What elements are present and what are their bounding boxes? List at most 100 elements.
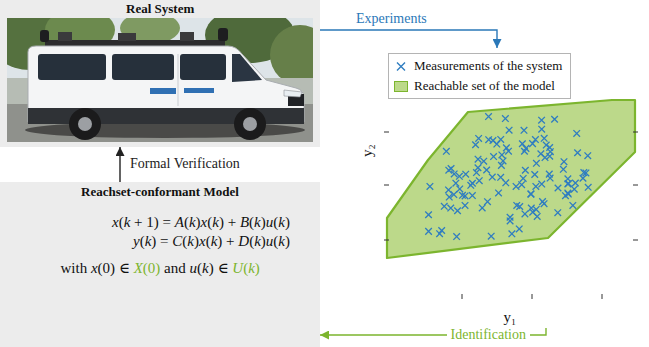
state-equation: ): [285, 214, 290, 230]
measurement-cross: [453, 180, 460, 187]
vehicle-photo: [40, 30, 49, 42]
set-condition: x: [91, 260, 98, 276]
output-equation: y(k) = C(k)x(k) + D(k)u(k): [133, 233, 290, 250]
vehicle-photo: [78, 117, 92, 131]
measurement-crosses: [425, 113, 591, 240]
vehicle-photo: [270, 25, 313, 85]
set-condition: (0): [143, 260, 161, 276]
measurement-cross: [533, 206, 540, 213]
set-condition: k: [248, 260, 255, 276]
output-equation: ): [285, 233, 290, 249]
measurement-cross: [495, 190, 502, 197]
measurement-cross: [541, 135, 548, 142]
box-title: Reachset-conformant Model: [81, 185, 239, 200]
measurement-cross: [516, 226, 523, 233]
measurement-cross: [573, 130, 580, 137]
output-equation: D: [238, 233, 249, 249]
vehicle-photo: [0, 0, 320, 147]
set-condition: u: [190, 260, 198, 276]
measurement-cross: [531, 171, 538, 178]
system-box: Real System: [0, 0, 320, 147]
state-equation: B: [240, 214, 249, 230]
set-condition: and: [160, 260, 189, 276]
measurement-cross: [521, 148, 528, 155]
measurement-cross: [498, 162, 505, 169]
vehicle-photo: [180, 54, 226, 80]
legend-text: Measurements of the system: [414, 58, 562, 74]
measurement-cross: [485, 136, 492, 143]
edge-label: Experiments: [356, 11, 427, 27]
measurement-cross: [546, 153, 553, 160]
measurement-cross: [522, 211, 529, 218]
legend-text: Reachable set of the model: [414, 78, 555, 94]
output-equation: k: [187, 233, 194, 249]
measurement-cross: [469, 192, 476, 199]
axis-label: y₂: [358, 144, 375, 157]
state-equation: k: [254, 214, 261, 230]
set-condition: ) ∈: [209, 260, 233, 276]
vehicle-photo: [38, 54, 106, 80]
measurement-cross: [499, 152, 506, 159]
measurement-cross: [518, 181, 525, 188]
measurement-cross: [570, 202, 577, 209]
measurement-cross: [505, 148, 512, 155]
measurement-cross: [555, 185, 562, 192]
measurement-cross: [538, 126, 545, 133]
measurement-cross: [462, 202, 469, 209]
output-equation: ) =: [151, 233, 172, 249]
output-equation: ) +: [217, 233, 238, 249]
measurement-cross: [580, 175, 587, 182]
output-equation: y: [133, 233, 140, 249]
measurement-cross: [494, 141, 501, 148]
measurement-cross: [483, 167, 490, 174]
edge-label: Identification: [447, 327, 530, 343]
measurement-cross: [542, 154, 549, 161]
measurement-cross: [476, 177, 483, 184]
scatter-plot: [384, 100, 638, 299]
state-equation: k: [124, 214, 131, 230]
measurement-cross: [454, 207, 461, 214]
measurement-cross: [425, 228, 432, 235]
measurement-cross: [490, 153, 497, 160]
state-equation: x: [112, 214, 119, 230]
measurement-cross: [528, 191, 535, 198]
measurement-cross: [475, 164, 482, 171]
measurement-cross: [546, 171, 553, 178]
output-equation: k: [211, 233, 218, 249]
vehicle-photo: [243, 117, 257, 131]
axis-label: y₁: [504, 309, 517, 326]
measurement-cross: [485, 113, 492, 120]
measurement-cross: [479, 205, 486, 212]
state-equation: (: [119, 214, 124, 230]
flow-arrow: [119, 147, 120, 182]
output-equation: (: [206, 233, 211, 249]
measurement-cross: [447, 205, 454, 212]
state-equation: (: [184, 214, 189, 230]
vehicle-photo: [284, 90, 302, 97]
flow-arrow: [320, 30, 497, 48]
measurement-cross: [560, 166, 567, 173]
vehicle-photo: [7, 18, 313, 142]
measurement-cross: [585, 184, 592, 191]
output-equation: k: [254, 233, 261, 249]
set-condition: X(0): [134, 260, 161, 276]
measurement-cross: [513, 202, 520, 209]
set-condition: (0) ∈: [98, 260, 134, 276]
measurement-cross: [533, 183, 540, 190]
measurement-cross: [565, 181, 572, 188]
measurement-cross: [554, 209, 561, 216]
axis-ticks: [633, 132, 638, 133]
measurement-cross: [528, 191, 535, 198]
output-equation: (: [249, 233, 254, 249]
axis-ticks: [384, 132, 389, 133]
measurement-cross: [480, 158, 487, 165]
state-equation: (: [273, 214, 278, 230]
state-equation: (: [207, 214, 212, 230]
measurement-cross: [562, 192, 569, 199]
vehicle-photo: [218, 28, 228, 41]
measurement-cross: [472, 141, 479, 148]
state-equation: k: [212, 214, 219, 230]
axis-ticks: [532, 294, 533, 299]
model-box: Reachset-conformant Modelx(k + 1) = A(k)…: [0, 182, 320, 347]
measurement-cross: [532, 136, 539, 143]
